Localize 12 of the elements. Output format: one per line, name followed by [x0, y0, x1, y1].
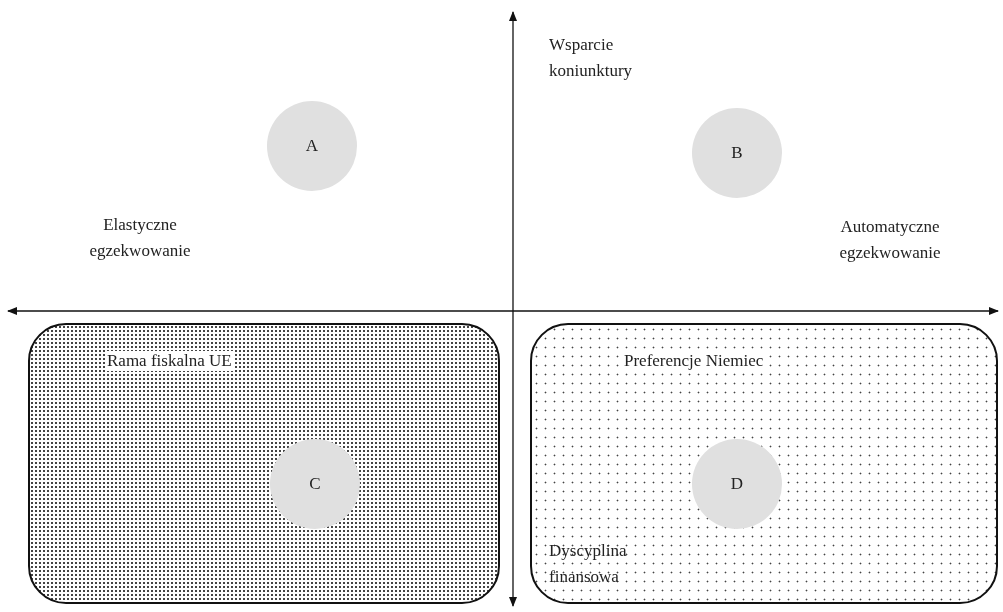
circle-marker: B [692, 108, 782, 198]
axis-label: Elastyczne egzekwowanie [88, 214, 192, 262]
axis-label: Dyscyplina finansowa [549, 540, 628, 588]
dotted-region [530, 323, 998, 604]
dotted-region [28, 323, 500, 604]
circle-marker: D [692, 439, 782, 529]
circle-marker: C [270, 439, 360, 529]
axis-label: Wsparcie koniunktury [549, 34, 634, 82]
axis-label: Automatyczne egzekwowanie [838, 216, 942, 264]
region-title: Preferencje Niemiec [622, 351, 766, 371]
circle-marker: A [267, 101, 357, 191]
region-title: Rama fiskalna UE [105, 351, 234, 371]
